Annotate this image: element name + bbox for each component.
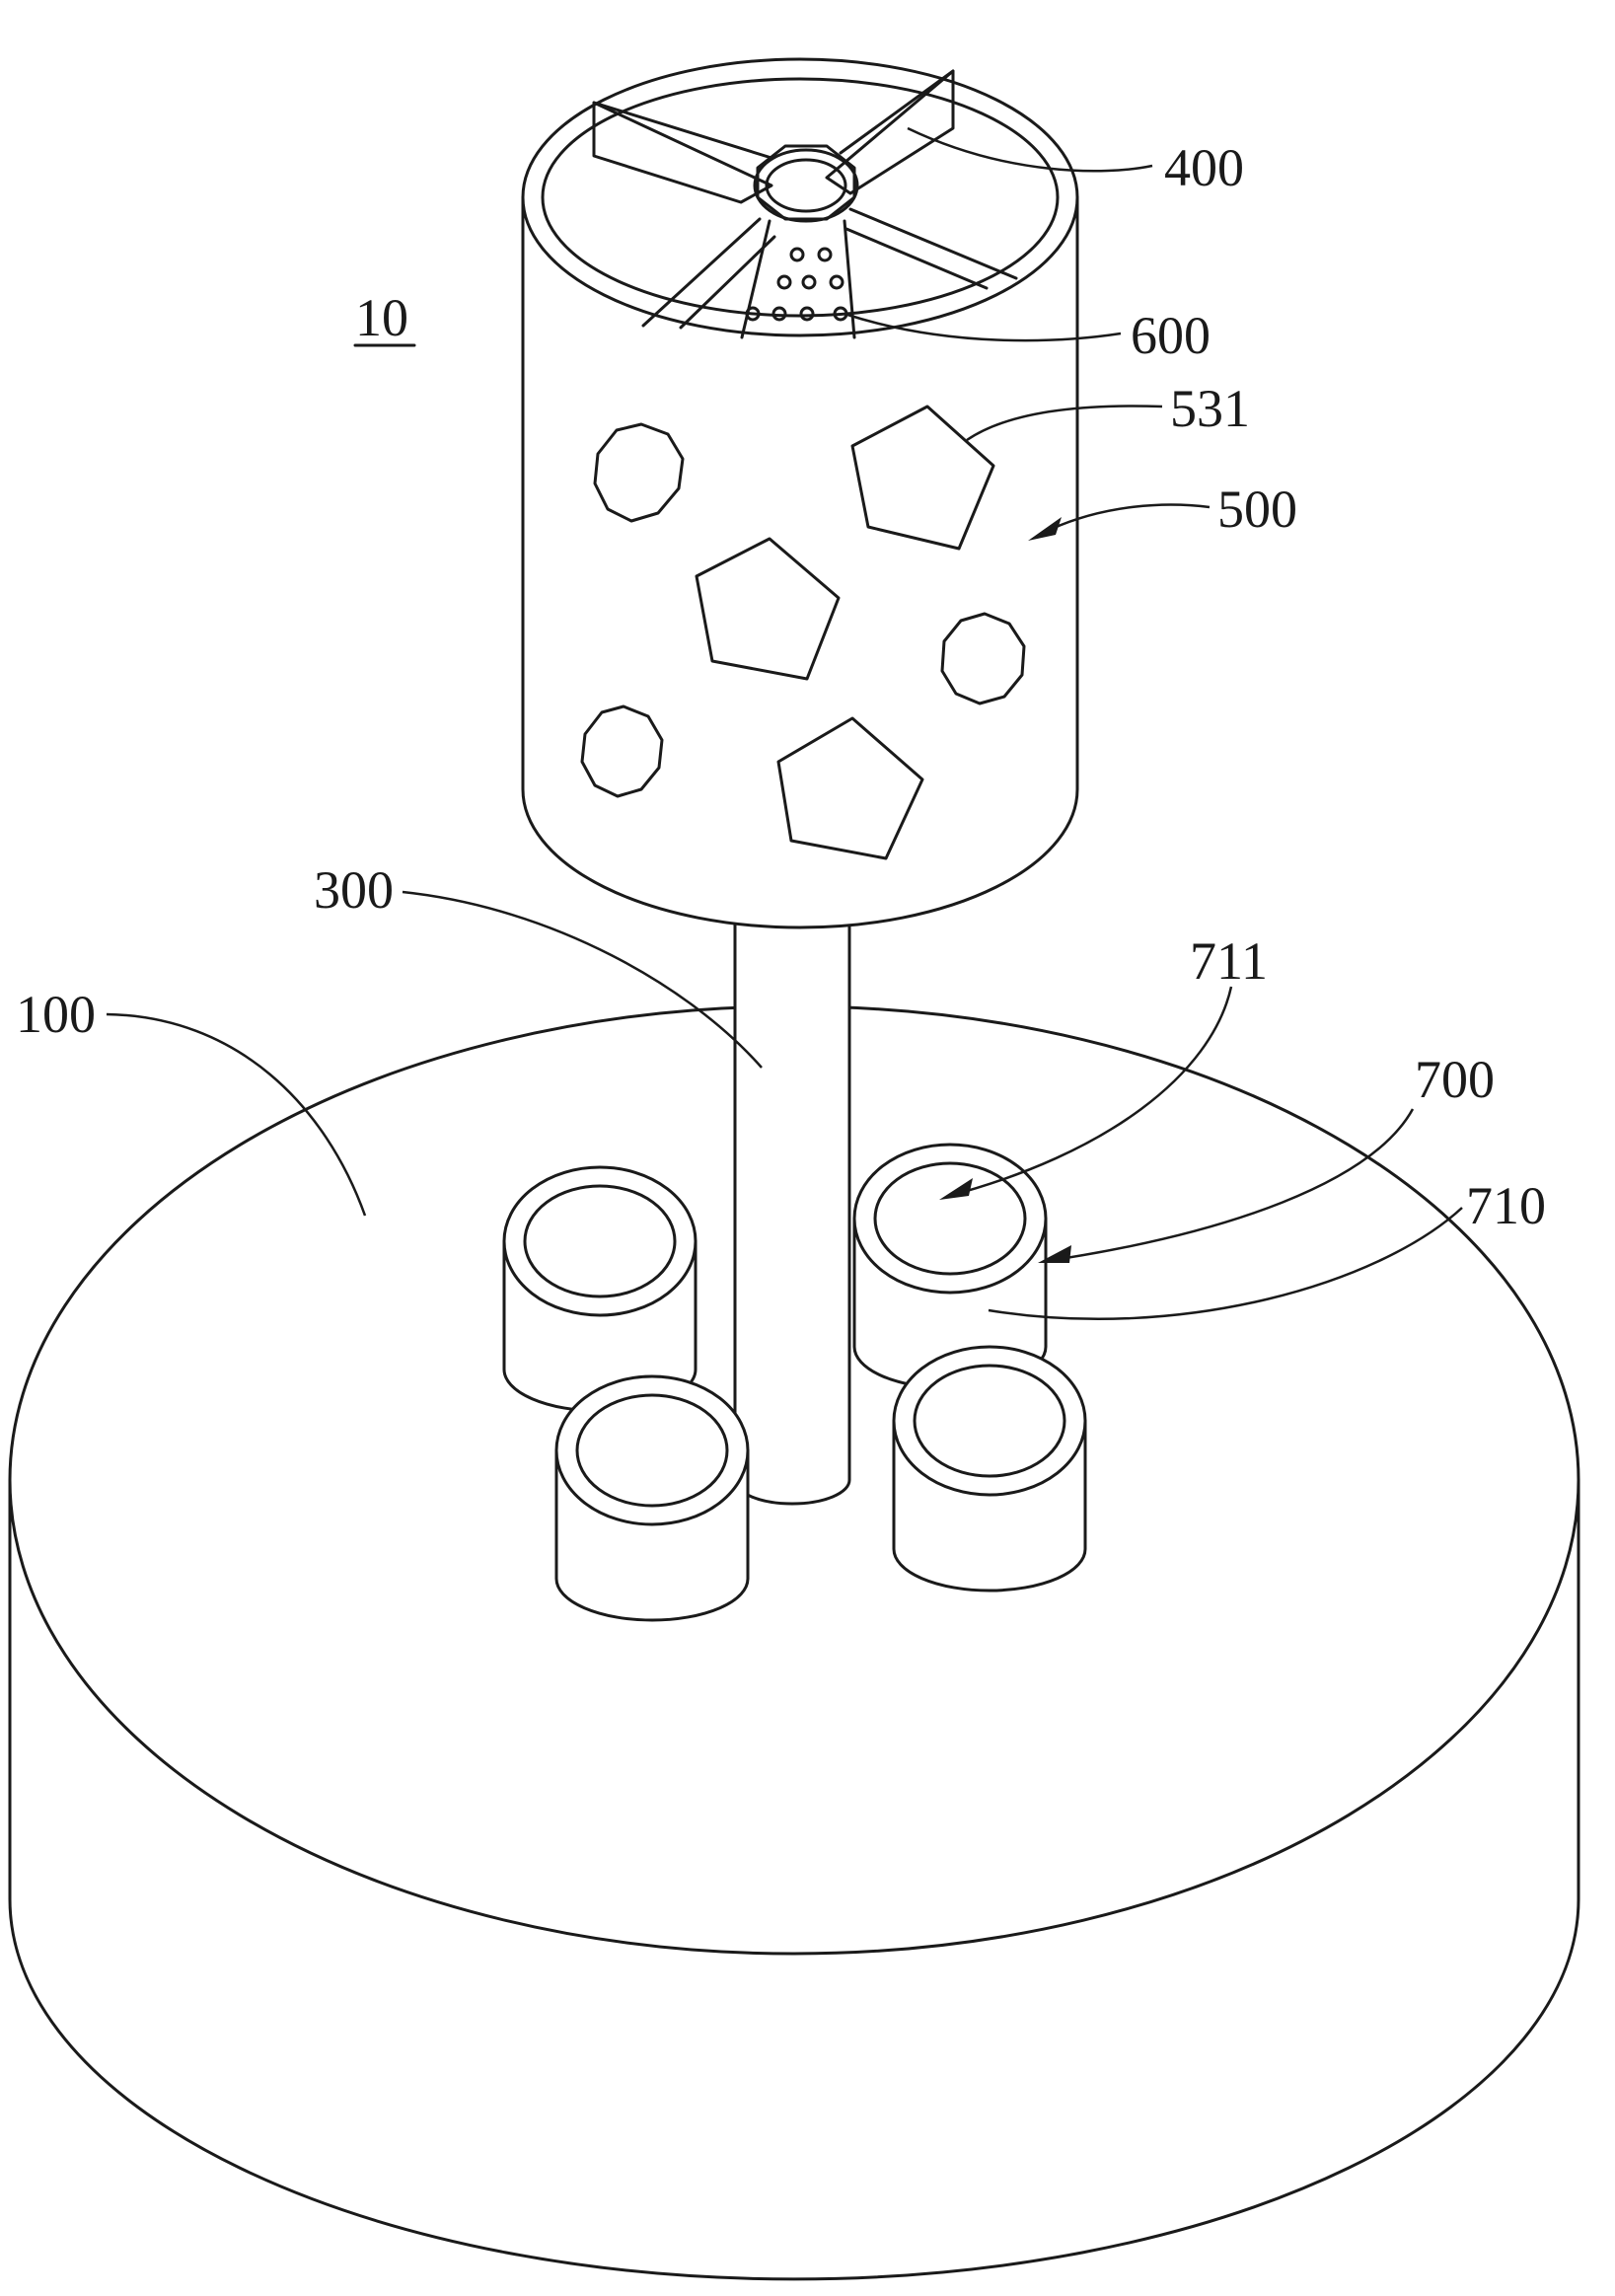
label-blades: 400 (1164, 138, 1244, 197)
label-spray-tube: 600 (1131, 306, 1211, 365)
cup-back-left (504, 1167, 696, 1411)
shaft (735, 918, 849, 1504)
label-cup-cavity: 711 (1190, 931, 1268, 991)
label-cup: 710 (1466, 1176, 1546, 1235)
cup-front-right (894, 1347, 1085, 1591)
drum (523, 59, 1077, 927)
cup-front-left (556, 1376, 748, 1620)
label-drum: 500 (1217, 480, 1297, 539)
label-reference: 10 (355, 288, 408, 347)
label-cup-assembly: 700 (1415, 1050, 1495, 1109)
label-shaft: 300 (314, 860, 394, 920)
label-base: 100 (16, 985, 96, 1044)
label-drum-opening: 531 (1170, 379, 1250, 438)
